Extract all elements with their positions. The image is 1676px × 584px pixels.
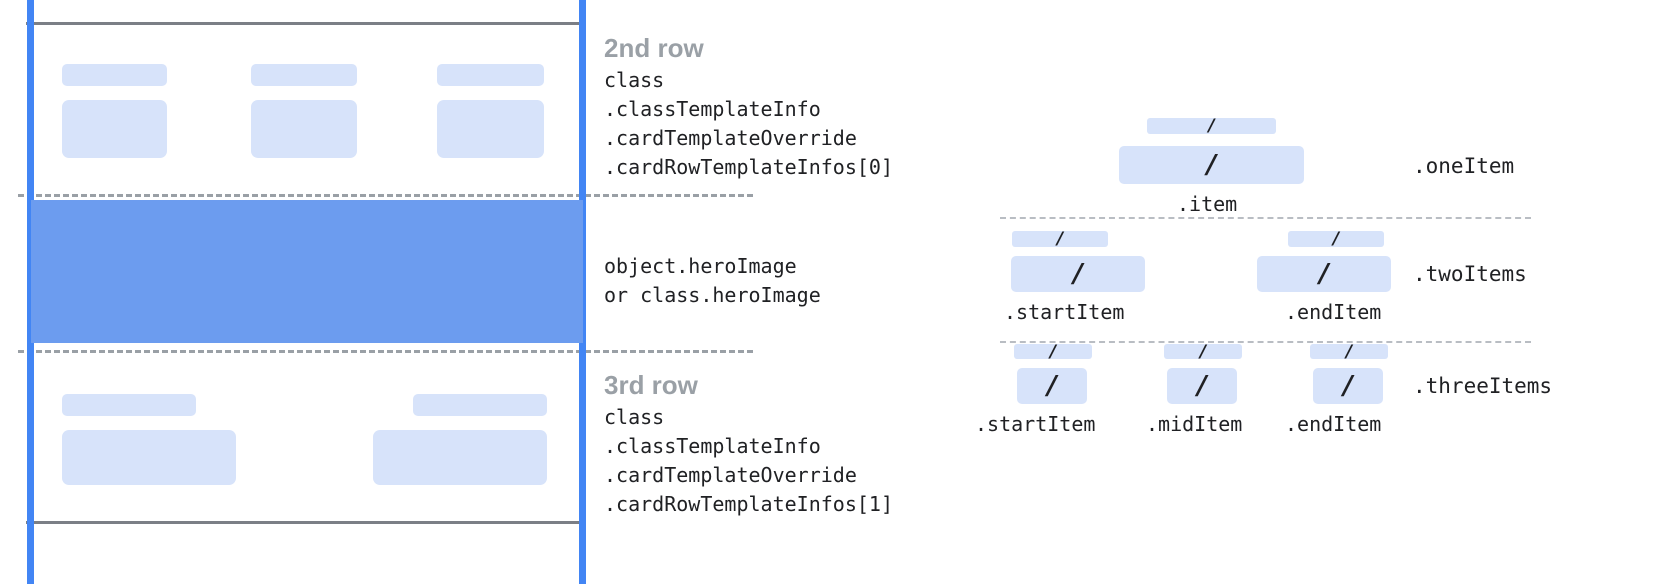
group-separator-1 <box>1000 217 1531 219</box>
third-row-code-line-2: .cardTemplateOverride <box>604 463 857 487</box>
three-items-mid-value-chip: / <box>1167 368 1237 404</box>
two-items-end-caption: .endItem <box>1285 300 1382 324</box>
three-items-mid-label-chip: / <box>1164 342 1242 362</box>
row-separator-bottom <box>18 350 753 353</box>
three-items-group-label: .threeItems <box>1413 374 1553 398</box>
third-row-title: 3rd row <box>604 370 698 400</box>
two-items-end-value-chip: / <box>1257 256 1391 292</box>
three-items-start-label-chip: / <box>1014 342 1092 362</box>
hero-image-band <box>31 200 583 343</box>
two-items-start-label-chip: / <box>1012 229 1108 249</box>
row2-col2-value-chip <box>251 100 357 158</box>
one-item-caption: .item <box>1177 192 1238 216</box>
second-row-code-line-2: .cardTemplateOverride <box>604 126 857 150</box>
row3-col1-label-chip <box>62 394 196 416</box>
one-item-group-label: .oneItem <box>1413 154 1515 178</box>
row3-col2-label-chip <box>413 394 547 416</box>
one-item-value-chip: / <box>1119 146 1304 184</box>
three-items-end-caption: .endItem <box>1285 412 1382 436</box>
row3-col1-value-chip <box>62 430 236 485</box>
row2-col3-value-chip <box>437 100 544 158</box>
two-items-start-caption: .startItem <box>1004 300 1125 324</box>
hero-code-line-1: or class.heroImage <box>604 283 821 307</box>
three-items-start-caption: .startItem <box>975 412 1096 436</box>
card-bottom-rule <box>26 521 586 524</box>
group-separator-2 <box>1000 341 1531 343</box>
second-row-title: 2nd row <box>604 33 704 63</box>
row2-col2-label-chip <box>251 64 357 86</box>
row2-col1-label-chip <box>62 64 167 86</box>
third-row-code-line-3: .cardRowTemplateInfos[1] <box>604 492 893 516</box>
hero-image-annotation: object.heroImage or class.heroImage <box>604 252 821 310</box>
third-row-annotation: 3rd row class .classTemplateInfo .cardTe… <box>604 369 893 519</box>
two-items-end-label-chip: / <box>1288 229 1384 249</box>
card-top-rule <box>26 22 586 25</box>
third-row-code-line-0: class <box>604 405 665 429</box>
row-separator-top <box>18 194 753 197</box>
third-row-code-line-1: .classTemplateInfo <box>604 434 821 458</box>
second-row-code-line-1: .classTemplateInfo <box>604 97 821 121</box>
second-row-code-line-0: class <box>604 68 665 92</box>
three-items-end-value-chip: / <box>1313 368 1383 404</box>
left-guide-line <box>27 0 34 584</box>
two-items-group-label: .twoItems <box>1413 262 1527 286</box>
row2-col3-label-chip <box>437 64 544 86</box>
three-items-mid-caption: .midItem <box>1146 412 1243 436</box>
hero-code-line-0: object.heroImage <box>604 254 797 278</box>
one-item-label-chip: / <box>1147 116 1276 136</box>
second-row-annotation: 2nd row class .classTemplateInfo .cardTe… <box>604 32 893 182</box>
row3-col2-value-chip <box>373 430 547 485</box>
two-items-start-value-chip: / <box>1011 256 1145 292</box>
row2-col1-value-chip <box>62 100 167 158</box>
three-items-end-label-chip: / <box>1310 342 1388 362</box>
three-items-start-value-chip: / <box>1017 368 1087 404</box>
second-row-code-line-3: .cardRowTemplateInfos[0] <box>604 155 893 179</box>
